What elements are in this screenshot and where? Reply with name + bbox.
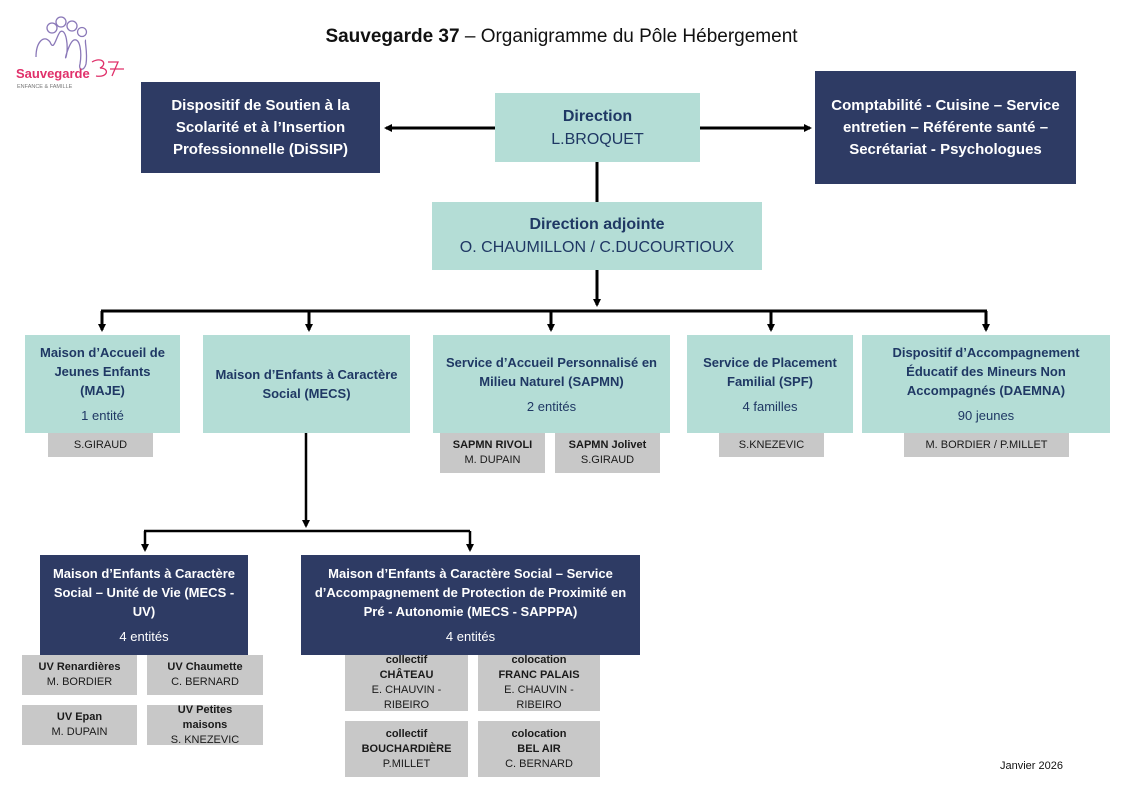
unit-lead: M. DUPAIN [51, 726, 108, 738]
unit-name: FRANC PALAIS [498, 669, 580, 681]
service-count: 4 familles [742, 398, 798, 414]
lead-box: M. BORDIER / P.MILLET [904, 433, 1069, 457]
unit-lead: C. BERNARD [505, 757, 573, 770]
service-sapmn-box: Service d’Accueil Personnalisé en Milieu… [433, 335, 670, 433]
unit-box: colocation BEL AIR C. BERNARD [478, 721, 600, 777]
mecs-sapppa-count: 4 entités [445, 629, 496, 644]
lead-unit: SAPMN RIVOLI [452, 439, 533, 451]
unit-box: collectif CHÂTEAU E. CHAUVIN -RIBEIRO [345, 654, 468, 711]
unit-box: colocation FRANC PALAIS E. CHAUVIN -RIBE… [478, 654, 600, 711]
title-rest: – Organigramme du Pôle Hébergement [459, 26, 798, 47]
direction-title: Direction [562, 107, 633, 125]
lead-box: SAPMN Jolivet S.GIRAUD [555, 433, 660, 473]
mecs-uv-count: 4 entités [119, 629, 169, 644]
lead-box: S.KNEZEVIC [719, 433, 824, 457]
lead-name: M. DUPAIN [464, 454, 521, 466]
service-title: Service de Placement Familial (SPF) [703, 354, 837, 389]
lead-name: M. BORDIER / P.MILLET [925, 438, 1048, 451]
unit-name: CHÂTEAU [379, 669, 434, 681]
unit-name: UV Chaumette [167, 661, 243, 673]
mecs-uv-title: Maison d’Enfants à Caractère Social – Un… [52, 566, 236, 619]
service-title: Dispositif d’Accompagnement Éducatif des… [892, 345, 1080, 398]
direction-adjointe-title: Direction adjointe [529, 216, 665, 233]
unit-lead: S. KNEZEVIC [170, 733, 240, 746]
dissip-title: Dispositif de Soutien à la Scolarité et … [171, 96, 350, 158]
direction-person: L.BROQUET [551, 130, 644, 148]
service-count: 1 entité [81, 408, 124, 423]
mecs-uv-box: Maison d’Enfants à Caractère Social – Un… [40, 555, 248, 655]
service-mecs-box: Maison d’Enfants à Caractère Social (MEC… [203, 335, 410, 433]
unit-box: UV Petites maisons S. KNEZEVIC [147, 703, 263, 746]
lead-name: S.GIRAUD [580, 454, 635, 466]
logo-subtitle: ENFANCE & FAMILLE [17, 84, 73, 90]
unit-lead: E. CHAUVIN -RIBEIRO [504, 684, 574, 711]
service-maje-box: Maison d’Accueil de Jeunes Enfants (MAJE… [25, 335, 180, 433]
unit-lead: P.MILLET [382, 757, 431, 770]
service-count: 2 entités [526, 398, 577, 414]
service-title: Maison d’Enfants à Caractère Social (MEC… [215, 367, 398, 401]
lead-name: S.GIRAUD [73, 438, 128, 451]
lead-unit: SAPMN Jolivet [568, 439, 647, 451]
unit-type: colocation [511, 727, 567, 740]
service-spf-box: Service de Placement Familial (SPF) 4 fa… [687, 335, 853, 433]
unit-name: UV Renardières [38, 661, 121, 673]
sauvegarde-logo: Sauvegarde ENFANCE & FAMILLE [14, 12, 126, 92]
lead-box: S.GIRAUD [48, 433, 153, 457]
unit-name: BEL AIR [517, 742, 561, 755]
mecs-sapppa-box: Maison d’Enfants à Caractère Social – Se… [301, 555, 640, 655]
unit-type: collectif [385, 654, 428, 666]
service-daemna-box: Dispositif d’Accompagnement Éducatif des… [862, 335, 1110, 433]
unit-box: UV Epan M. DUPAIN [22, 705, 137, 745]
unit-box: UV Renardières M. BORDIER [22, 655, 137, 695]
service-count: 90 jeunes [957, 408, 1015, 423]
unit-lead: M. BORDIER [46, 676, 113, 688]
service-title: Service d’Accueil Personnalisé en Milieu… [446, 354, 657, 389]
mecs-sapppa-title: Maison d’Enfants à Caractère Social – Se… [314, 566, 627, 619]
unit-type: collectif [385, 727, 428, 740]
logo-text: Sauvegarde [16, 66, 90, 81]
unit-box: UV Chaumette C. BERNARD [147, 655, 263, 695]
support-title: Comptabilité - Cuisine – Service entreti… [831, 96, 1060, 158]
page-title: Sauvegarde 37 – Organigramme du Pôle Héb… [0, 26, 1123, 48]
service-title: Maison d’Accueil de Jeunes Enfants (MAJE… [40, 345, 165, 398]
sauvegarde-logo-icon: Sauvegarde ENFANCE & FAMILLE [16, 16, 124, 90]
unit-lead: E. CHAUVIN -RIBEIRO [371, 684, 442, 711]
footer-date: Janvier 2026 [1000, 760, 1063, 772]
direction-adjointe-box: Direction adjointe O. CHAUMILLON / C.DUC… [432, 202, 762, 270]
unit-name: UV Petites maisons [177, 703, 233, 731]
unit-box: collectif BOUCHARDIÈRE P.MILLET [345, 721, 468, 777]
unit-name: UV Epan [56, 711, 103, 723]
unit-name: BOUCHARDIÈRE [361, 742, 452, 755]
unit-type: colocation [511, 654, 567, 666]
direction-adjointe-person: O. CHAUMILLON / C.DUCOURTIOUX [459, 239, 735, 256]
org-name: Sauvegarde 37 [325, 26, 460, 47]
support-services-box: Comptabilité - Cuisine – Service entreti… [815, 71, 1076, 184]
lead-box: SAPMN RIVOLI M. DUPAIN [440, 433, 545, 473]
direction-box: Direction L.BROQUET [495, 93, 700, 162]
lead-name: S.KNEZEVIC [738, 438, 805, 451]
dissip-box: Dispositif de Soutien à la Scolarité et … [141, 82, 380, 173]
unit-lead: C. BERNARD [171, 676, 239, 688]
